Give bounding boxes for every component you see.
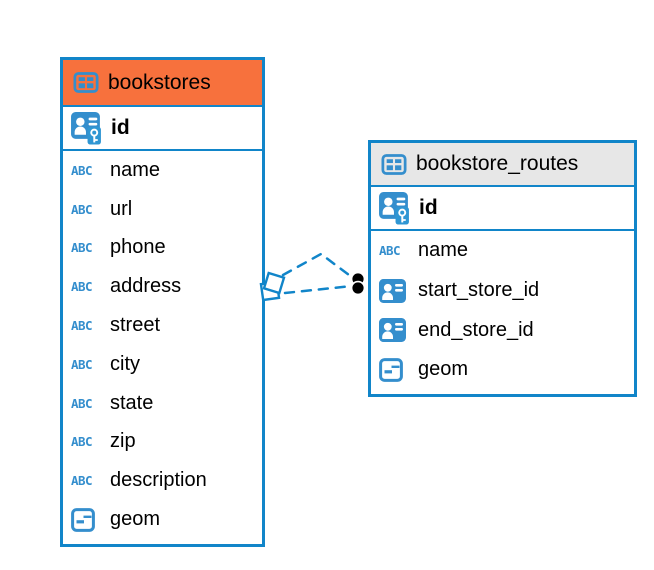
text-type-icon: ABC <box>71 473 93 489</box>
column-name: start_store_id <box>418 279 540 302</box>
table-bookstore-routes[interactable]: bookstore_routes id ABC name start_store… <box>368 140 637 397</box>
table-name: bookstores <box>108 70 211 94</box>
text-type-icon: ABC <box>71 201 93 217</box>
reference-type-icon <box>379 318 408 342</box>
column-row-end-store-id[interactable]: end_store_id <box>371 310 634 350</box>
column-row-street[interactable]: ABC street <box>63 306 262 345</box>
text-type-icon: ABC <box>379 243 401 259</box>
primary-key-icon <box>379 192 410 225</box>
text-type-icon: ABC <box>71 318 93 334</box>
column-name: city <box>110 352 140 375</box>
column-row-geom[interactable]: geom <box>63 500 262 539</box>
column-name: url <box>110 197 133 220</box>
column-name: id <box>111 116 130 139</box>
column-name: geom <box>418 358 469 381</box>
reference-type-icon <box>379 279 408 303</box>
column-row-zip[interactable]: ABC zip <box>63 423 262 462</box>
column-row-geom[interactable]: geom <box>371 350 634 390</box>
column-row-id[interactable]: id <box>371 187 634 231</box>
column-row-start-store-id[interactable]: start_store_id <box>371 271 634 311</box>
table-icon <box>73 72 99 93</box>
column-name: zip <box>110 430 136 453</box>
column-row-state[interactable]: ABC state <box>63 384 262 423</box>
text-type-icon: ABC <box>71 395 93 411</box>
column-name: id <box>419 196 438 219</box>
foreign-key-relation[interactable] <box>248 236 383 326</box>
column-row-name[interactable]: ABC name <box>371 231 634 271</box>
column-row-id[interactable]: id <box>63 107 262 151</box>
table-bookstores[interactable]: bookstores id ABC name ABC url ABC phone… <box>60 57 265 547</box>
column-row-url[interactable]: ABC url <box>63 190 262 229</box>
column-name: geom <box>110 508 161 531</box>
column-name: state <box>110 391 154 414</box>
relation-dashed-lines[interactable] <box>281 252 355 295</box>
text-type-icon: ABC <box>71 162 93 178</box>
column-row-city[interactable]: ABC city <box>63 345 262 384</box>
relation-target-marker-dots <box>350 271 366 296</box>
column-name: end_store_id <box>418 318 534 341</box>
column-name: street <box>110 314 161 337</box>
text-type-icon: ABC <box>71 240 93 256</box>
text-type-icon: ABC <box>71 356 93 372</box>
column-name: address <box>110 275 182 298</box>
geometry-type-icon <box>71 508 100 532</box>
geometry-type-icon <box>379 358 408 382</box>
column-name: description <box>110 469 207 492</box>
column-row-address[interactable]: ABC address <box>63 267 262 306</box>
table-bookstores-header[interactable]: bookstores <box>63 60 262 107</box>
primary-key-icon <box>71 112 102 145</box>
text-type-icon: ABC <box>71 279 93 295</box>
column-row-phone[interactable]: ABC phone <box>63 229 262 268</box>
text-type-icon: ABC <box>71 434 93 450</box>
table-name: bookstore_routes <box>416 152 579 175</box>
column-row-description[interactable]: ABC description <box>63 461 262 500</box>
column-row-name[interactable]: ABC name <box>63 151 262 190</box>
column-name: name <box>418 239 469 262</box>
table-bookstore-routes-header[interactable]: bookstore_routes <box>371 143 634 187</box>
column-name: name <box>110 158 161 181</box>
table-icon <box>381 154 407 175</box>
column-name: phone <box>110 236 166 259</box>
